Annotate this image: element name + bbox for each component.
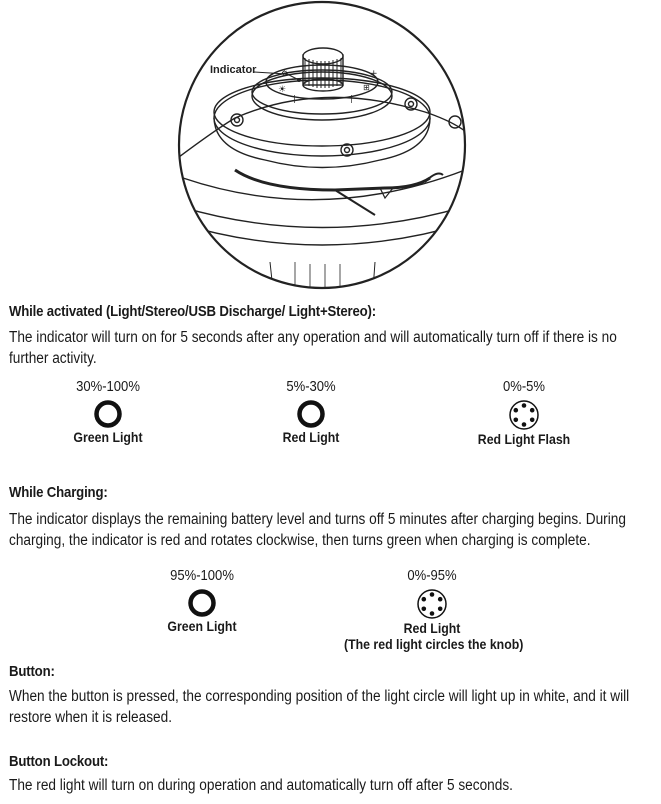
level-range: 95%-100% bbox=[170, 568, 234, 584]
activated-text: The indicator will turn on for 5 seconds… bbox=[9, 329, 617, 367]
level-note: (The red light circles the knob) bbox=[344, 636, 524, 652]
lockout-text: The red light will turn on during operat… bbox=[9, 777, 513, 794]
level-item: 0%-5% Red Light Flash bbox=[454, 379, 594, 447]
level-item: 95%-100% Green Light bbox=[132, 568, 272, 634]
ring-solid-icon bbox=[188, 589, 216, 617]
level-range: 0%-5% bbox=[502, 379, 546, 395]
level-item: 30%-100% Green Light bbox=[38, 379, 178, 445]
level-item: 0%-95% Red Light (The red light circles … bbox=[332, 568, 532, 652]
ring-solid-icon bbox=[297, 400, 325, 428]
button-text: When the button is pressed, the correspo… bbox=[9, 688, 630, 726]
ring-dots-icon bbox=[509, 400, 539, 430]
level-label: Red Light bbox=[282, 429, 340, 445]
svg-text:|: | bbox=[350, 94, 353, 103]
level-label: Red Light bbox=[403, 620, 461, 636]
lockout-heading: Button Lockout: bbox=[9, 753, 109, 770]
svg-text:☀: ☀ bbox=[278, 85, 286, 95]
svg-text:|: | bbox=[293, 94, 296, 103]
svg-text:⊞: ⊞ bbox=[363, 83, 370, 92]
device-illustration: ☀ | | ⊞ + ⚙ Indicator bbox=[177, 0, 467, 290]
level-range: 30%-100% bbox=[76, 379, 140, 395]
charging-heading: While Charging: bbox=[9, 484, 108, 501]
ring-dots-icon bbox=[417, 589, 447, 619]
indicator-label: Indicator bbox=[210, 64, 257, 76]
ring-solid-icon bbox=[94, 400, 122, 428]
level-range: 5%-30% bbox=[286, 379, 336, 395]
button-heading: Button: bbox=[9, 663, 55, 680]
level-label: Red Light Flash bbox=[477, 431, 571, 447]
charging-text: The indicator displays the remaining bat… bbox=[9, 511, 626, 549]
level-label: Green Light bbox=[73, 429, 143, 445]
level-item: 5%-30% Red Light bbox=[241, 379, 381, 445]
activated-heading: While activated (Light/Stereo/USB Discha… bbox=[9, 303, 376, 320]
svg-text:+: + bbox=[370, 69, 378, 79]
level-label: Green Light bbox=[167, 618, 237, 634]
level-range: 0%-95% bbox=[407, 568, 457, 584]
